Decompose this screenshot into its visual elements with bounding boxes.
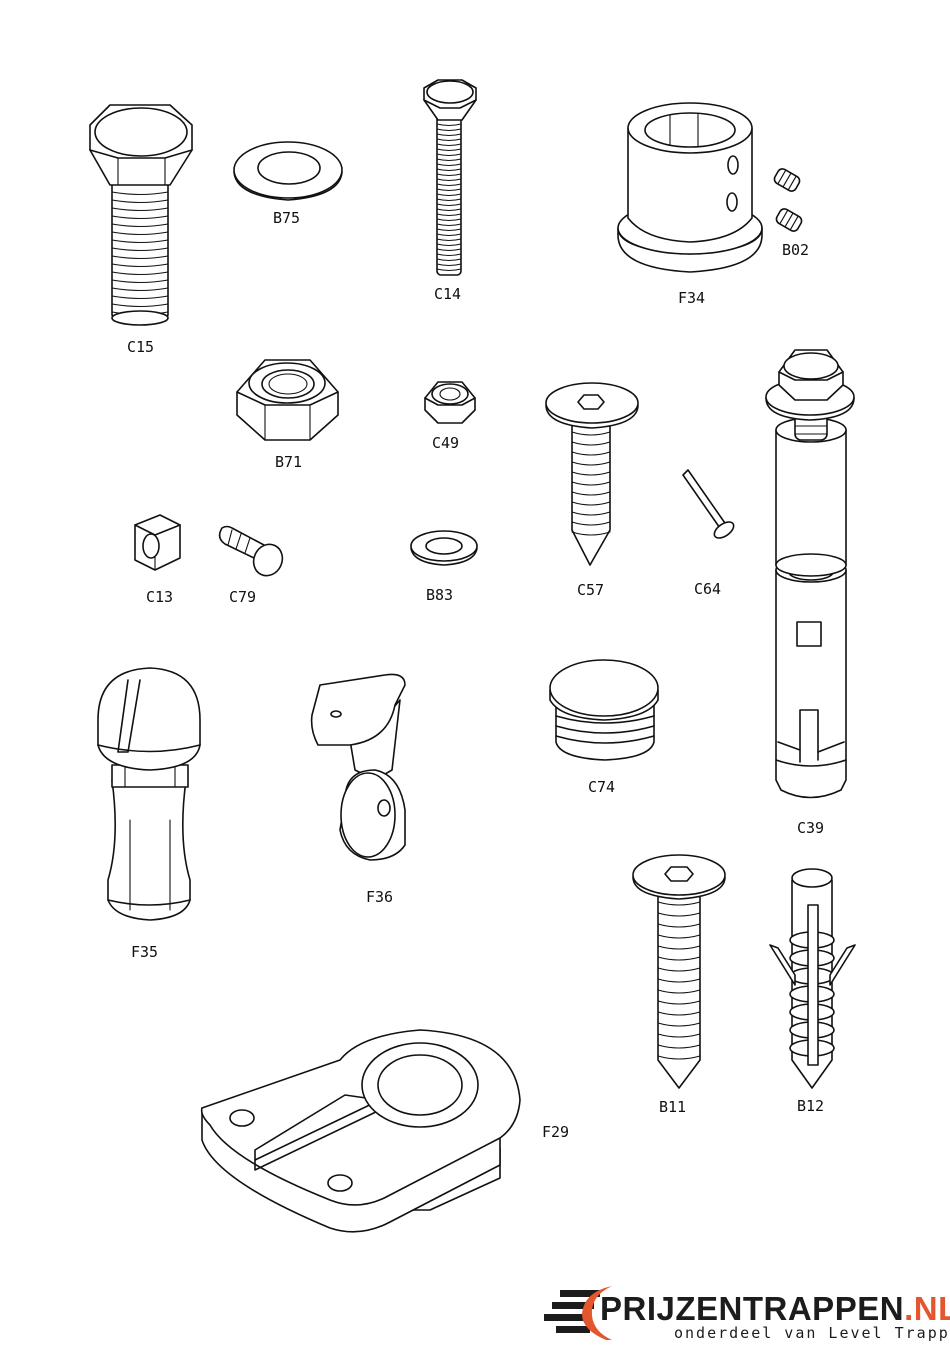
label-c74: C74 <box>588 778 615 796</box>
label-b75: B75 <box>273 209 300 227</box>
part-b71-nut <box>237 360 338 440</box>
part-b75-washer <box>234 142 342 200</box>
part-c39-anchor-bolt <box>766 350 854 798</box>
part-c13-square-nut <box>135 515 180 570</box>
part-c57-wood-screw <box>546 383 638 565</box>
label-b02: B02 <box>782 241 809 259</box>
part-c15-hex-bolt <box>90 105 192 325</box>
label-c14: C14 <box>434 285 461 303</box>
label-c15: C15 <box>127 338 154 356</box>
label-b11: B11 <box>659 1098 686 1116</box>
part-c14-long-bolt <box>424 80 476 275</box>
part-f29-base-plate <box>202 1030 520 1232</box>
part-c49-small-nut <box>425 382 475 423</box>
label-b83: B83 <box>426 586 453 604</box>
label-c39: C39 <box>797 819 824 837</box>
logo-word-tld: .NL <box>904 1290 950 1327</box>
label-b12: B12 <box>797 1097 824 1115</box>
part-b11-long-screw <box>633 855 725 1088</box>
label-f29: F29 <box>542 1123 569 1141</box>
label-c13: C13 <box>146 588 173 606</box>
label-c79: C79 <box>229 588 256 606</box>
label-c64: C64 <box>694 580 721 598</box>
part-b83-washer <box>411 531 477 565</box>
label-c57: C57 <box>577 581 604 599</box>
logo-word-main: PRIJZENTRAPPEN <box>600 1290 904 1327</box>
brand-logo: PRIJZENTRAPPEN.NL onderdeel van Level Tr… <box>544 1286 950 1342</box>
part-f36-bracket <box>312 674 405 860</box>
label-f36: F36 <box>366 888 393 906</box>
part-b12-wall-plug <box>770 869 855 1088</box>
label-c49: C49 <box>432 434 459 452</box>
label-b71: B71 <box>275 453 302 471</box>
part-c79-small-bolt <box>220 527 288 581</box>
part-c64-nail <box>683 470 736 541</box>
part-c74-cap <box>550 660 658 760</box>
svg-text:PRIJZENTRAPPEN.NL: PRIJZENTRAPPEN.NL <box>600 1290 950 1327</box>
label-f34: F34 <box>678 289 705 307</box>
part-f35-plug <box>98 668 200 920</box>
logo-tagline: onderdeel van Level Trappen <box>674 1324 950 1342</box>
part-b02-set-screws <box>773 167 804 233</box>
part-f34-sleeve <box>618 103 762 272</box>
label-f35: F35 <box>131 943 158 961</box>
